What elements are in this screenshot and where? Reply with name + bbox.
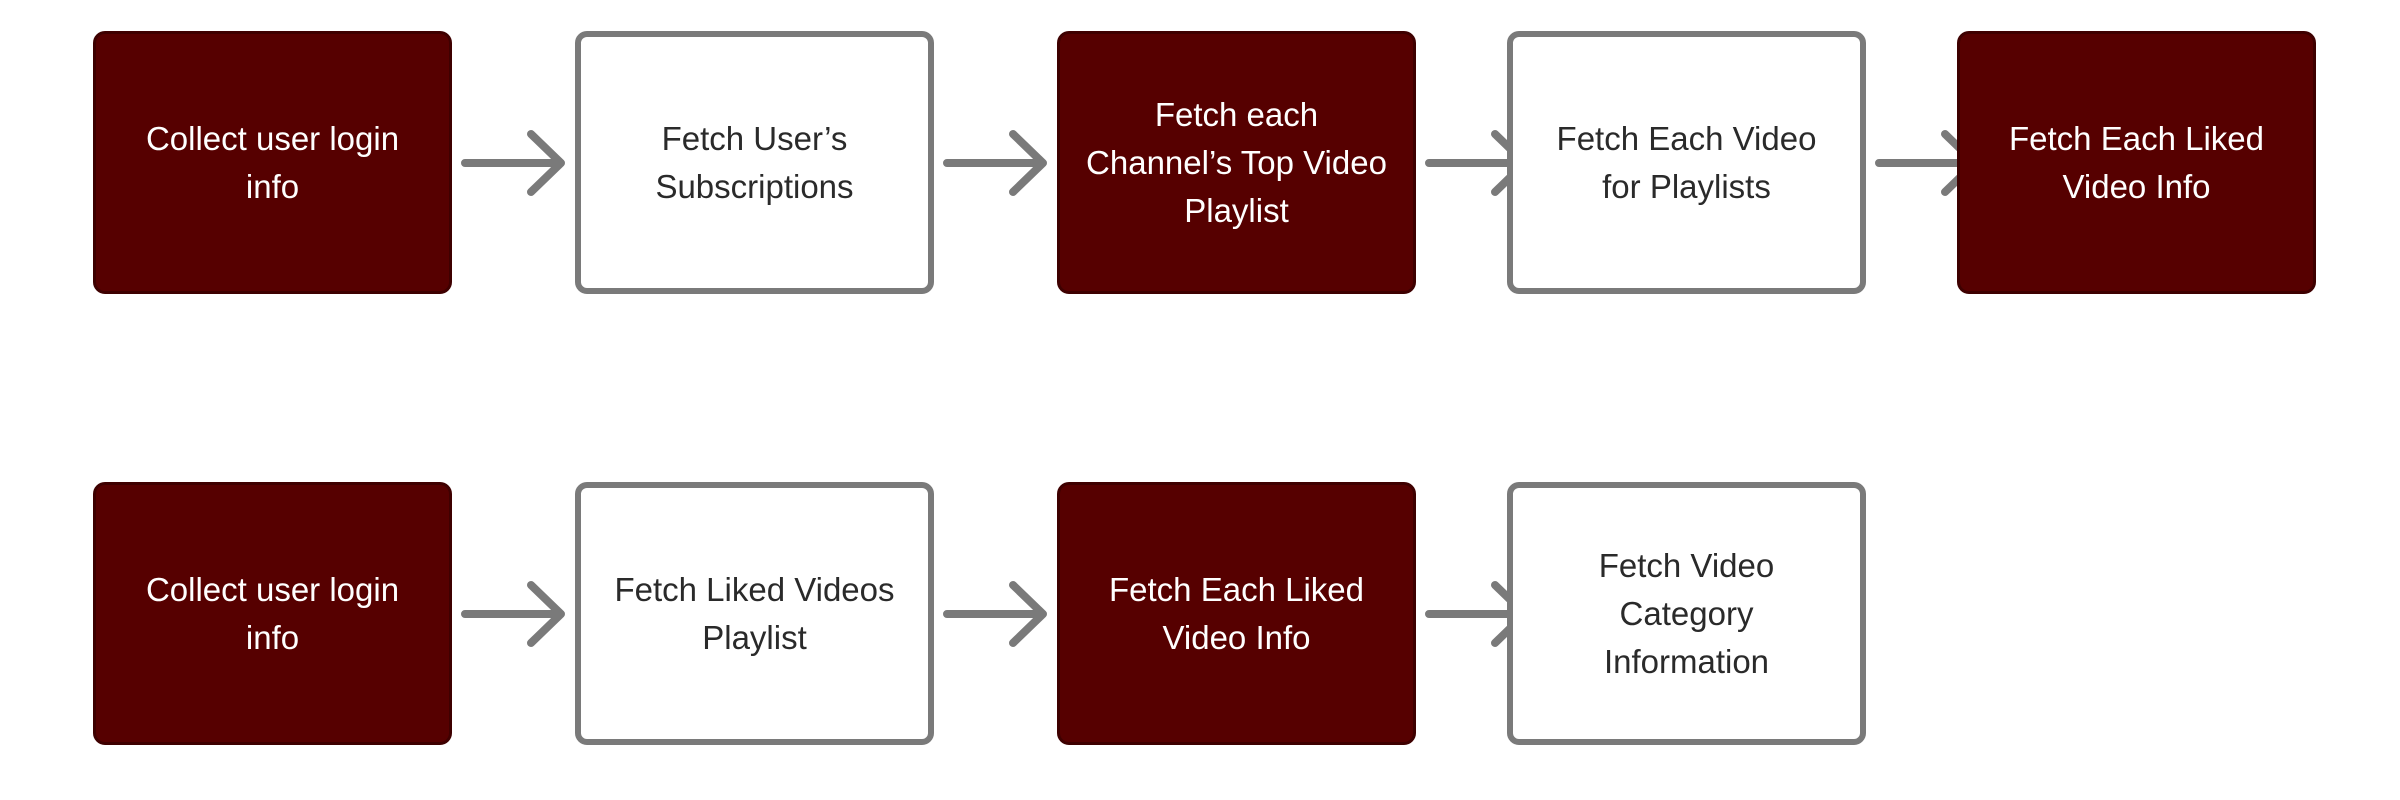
flow2-step2-box: Fetch Liked Videos Playlist <box>575 482 934 745</box>
flow2-arrow-1 <box>461 579 571 649</box>
flow1-arrow-2 <box>943 128 1053 198</box>
flow1-step1-label: Collect user login info <box>145 119 400 205</box>
flow1-step5-box: Fetch Each Liked Video Info <box>1957 31 2316 294</box>
flow1-step4-box: Fetch Each Video for Playlists <box>1507 31 1866 294</box>
flow1-step2-box: Fetch User’s Subscriptions <box>575 31 934 294</box>
arrow-right-icon <box>943 581 1047 647</box>
flow2-step2-label: Fetch Liked Videos Playlist <box>614 570 895 656</box>
arrow-right-icon <box>461 581 565 647</box>
flow2-step4-box: Fetch Video Category Information <box>1507 482 1866 745</box>
flow2-step3-box: Fetch Each Liked Video Info <box>1057 482 1416 745</box>
flow2-step4-label: Fetch Video Category Information <box>1598 546 1775 680</box>
flow1-step3-label: Fetch each Channel’s Top Video Playlist <box>1086 95 1387 229</box>
flow2-arrow-2 <box>943 579 1053 649</box>
flow2-step1-label: Collect user login info <box>145 570 400 656</box>
flow2-step1-box: Collect user login info <box>93 482 452 745</box>
flow1-step4-label: Fetch Each Video for Playlists <box>1556 119 1817 205</box>
flow2-step3-label: Fetch Each Liked Video Info <box>1109 570 1364 656</box>
flow1-step1-box: Collect user login info <box>93 31 452 294</box>
flow1-step5-label: Fetch Each Liked Video Info <box>2009 119 2264 205</box>
flow1-step3-box: Fetch each Channel’s Top Video Playlist <box>1057 31 1416 294</box>
flow1-step2-label: Fetch User’s Subscriptions <box>655 119 854 205</box>
flow1-arrow-1 <box>461 128 571 198</box>
arrow-right-icon <box>461 130 565 196</box>
arrow-right-icon <box>943 130 1047 196</box>
